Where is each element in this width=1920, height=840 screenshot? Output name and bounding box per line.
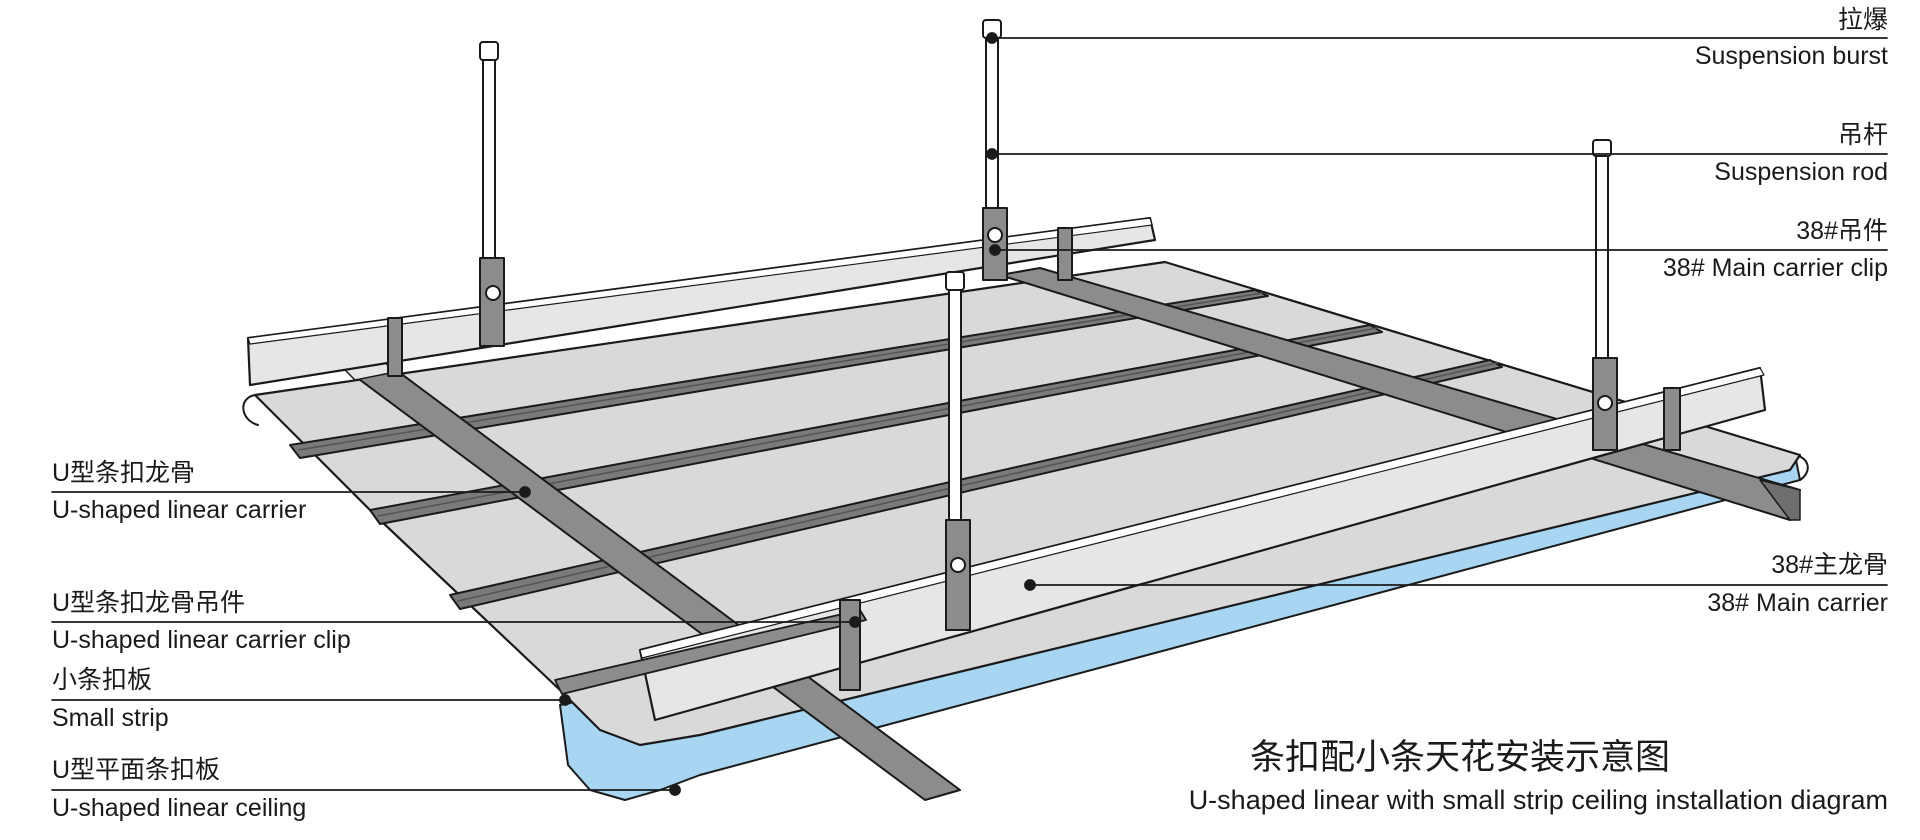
diagram-title-zh: 条扣配小条天花安装示意图 xyxy=(1250,738,1671,777)
label-suspension-burst-zh: 拉爆 xyxy=(1837,6,1888,34)
leader-linear-carrier-dot xyxy=(519,486,531,498)
rod-2 xyxy=(985,29,999,211)
lc-clip-1 xyxy=(387,317,403,377)
label-suspension-rod-en: Suspension rod xyxy=(1714,158,1888,186)
label-main-carrier-zh: 38#主龙骨 xyxy=(1771,551,1888,579)
label-suspension-burst-en: Suspension burst xyxy=(1694,42,1888,70)
screw-2 xyxy=(987,227,1003,243)
screw-3 xyxy=(950,557,966,573)
burst-4 xyxy=(1592,139,1612,157)
rod-4 xyxy=(1595,149,1609,361)
diagram-title-en: U-shaped linear with small strip ceiling… xyxy=(1188,785,1888,815)
leader-lines xyxy=(51,32,1888,796)
screw-4 xyxy=(1597,395,1613,411)
burst-1 xyxy=(479,41,499,61)
leader-suspension-burst-dot xyxy=(986,32,998,44)
lc-clip-3 xyxy=(839,599,861,691)
clip-1 xyxy=(479,257,505,347)
rod-1 xyxy=(482,54,496,261)
clip-screws xyxy=(485,227,1613,573)
main-carrier-clips xyxy=(479,207,1618,631)
clip-3 xyxy=(945,519,971,631)
u-linear-carrier-right-front xyxy=(1759,479,1801,521)
label-small-strip-zh: 小条扣板 xyxy=(52,666,153,694)
burst-3 xyxy=(945,271,965,291)
suspension-bursts xyxy=(479,19,1612,291)
lc-clip-4 xyxy=(1663,387,1681,451)
label-suspension-rod-zh: 吊杆 xyxy=(1837,121,1888,149)
main-carrier-back-top xyxy=(247,217,1153,345)
label-linear-ceiling-zh: U型平面条扣板 xyxy=(52,756,221,784)
lc-clip-2 xyxy=(1057,227,1073,281)
clip-2 xyxy=(982,207,1008,281)
leader-suspension-rod-dot xyxy=(986,148,998,160)
label-main-carrier-en: 38# Main carrier xyxy=(1707,589,1888,617)
ceiling-panel-left-curl xyxy=(242,394,259,426)
label-main-carrier-clip-zh: 38#吊件 xyxy=(1796,217,1888,245)
small-strip-profile xyxy=(554,609,867,695)
leader-main-carrier-clip-dot xyxy=(989,244,1001,256)
label-linear-ceiling-en: U-shaped linear ceiling xyxy=(52,794,307,822)
label-small-strip-en: Small strip xyxy=(52,704,169,732)
label-linear-carrier-clip-zh: U型条扣龙骨吊件 xyxy=(52,589,246,617)
rod-3 xyxy=(948,284,962,521)
leader-small-strip-dot xyxy=(559,694,571,706)
leader-linear-carrier-clip-dot xyxy=(849,616,861,628)
label-linear-carrier-zh: U型条扣龙骨 xyxy=(52,459,196,487)
label-main-carrier-clip-en: 38# Main carrier clip xyxy=(1662,254,1888,282)
label-linear-carrier-en: U-shaped linear carrier xyxy=(52,496,307,524)
leader-linear-ceiling-dot xyxy=(669,784,681,796)
label-linear-carrier-clip-en: U-shaped linear carrier clip xyxy=(52,626,351,654)
screw-1 xyxy=(485,285,501,301)
leader-main-carrier-dot xyxy=(1024,579,1036,591)
main-carrier-front-top xyxy=(639,367,1765,659)
